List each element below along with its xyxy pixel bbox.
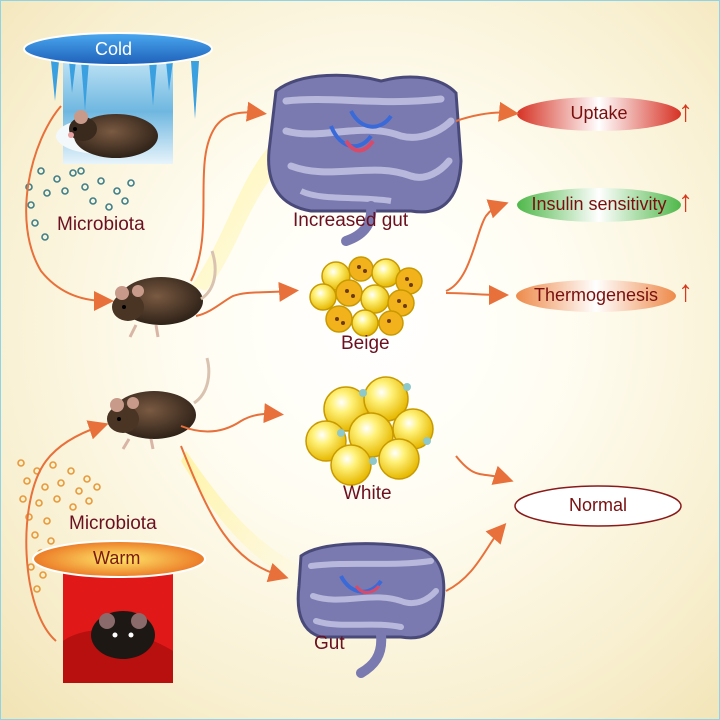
microbiota-top-dots	[25, 167, 135, 241]
arrow-gut-to-normal	[445, 522, 507, 592]
cold-scene	[23, 32, 213, 164]
flow-arrows	[25, 101, 519, 642]
normal-label: Normal	[568, 495, 627, 515]
thermogenesis-label: Thermogenesis	[533, 285, 659, 305]
increase-arrow-insulin: ↑	[678, 185, 693, 218]
arrow-mouse-to-gut	[180, 445, 289, 583]
arrow-beige-to-thermo	[445, 284, 509, 305]
icicles-icon	[51, 61, 199, 119]
arrow-white-to-normal	[455, 455, 514, 485]
uptake-label: Uptake	[570, 103, 628, 123]
white-label: White	[343, 483, 392, 504]
arrow-warm-to-mouse	[25, 420, 109, 642]
gut-label: Gut	[314, 633, 345, 654]
mouse-center-top	[112, 250, 217, 338]
beam-bottom	[181, 451, 301, 581]
arrow-mouse-to-beige	[195, 281, 299, 317]
arrow-increased-gut-to-uptake	[455, 101, 519, 122]
mouse-cold	[68, 110, 158, 158]
microbiota-bottom-dots	[17, 459, 101, 593]
increase-arrow-thermo: ↑	[678, 275, 693, 308]
increased-gut-label: Increased gut	[293, 210, 409, 231]
uptake-pill	[517, 97, 681, 131]
arrow-mouse-to-increased-gut	[190, 101, 267, 282]
cold-label: Cold	[95, 39, 133, 59]
thermo-pill	[516, 280, 676, 312]
microbiota-top-label: Microbiota	[57, 214, 145, 235]
arrow-cold-to-mouse	[25, 105, 114, 311]
increased-gut-image	[267, 73, 463, 246]
insulin-sensitivity-label: Insulin sensitivity	[531, 194, 667, 214]
beige-fat-image	[309, 256, 423, 337]
increase-arrow-uptake: ↑	[678, 95, 693, 128]
white-fat-image	[305, 376, 434, 486]
normal-pill	[514, 485, 682, 527]
gut-image	[296, 542, 446, 678]
arrow-mouse-to-white	[180, 403, 284, 433]
warm-scene	[32, 540, 206, 683]
arrow-beige-to-insulin	[445, 199, 509, 292]
insulin-pill	[517, 188, 681, 222]
mouse-center-bottom	[107, 357, 211, 450]
beige-label: Beige	[341, 333, 390, 354]
microbiota-bottom-label: Microbiota	[69, 513, 157, 534]
warm-label: Warm	[93, 548, 141, 568]
mouse-warm	[91, 611, 155, 659]
